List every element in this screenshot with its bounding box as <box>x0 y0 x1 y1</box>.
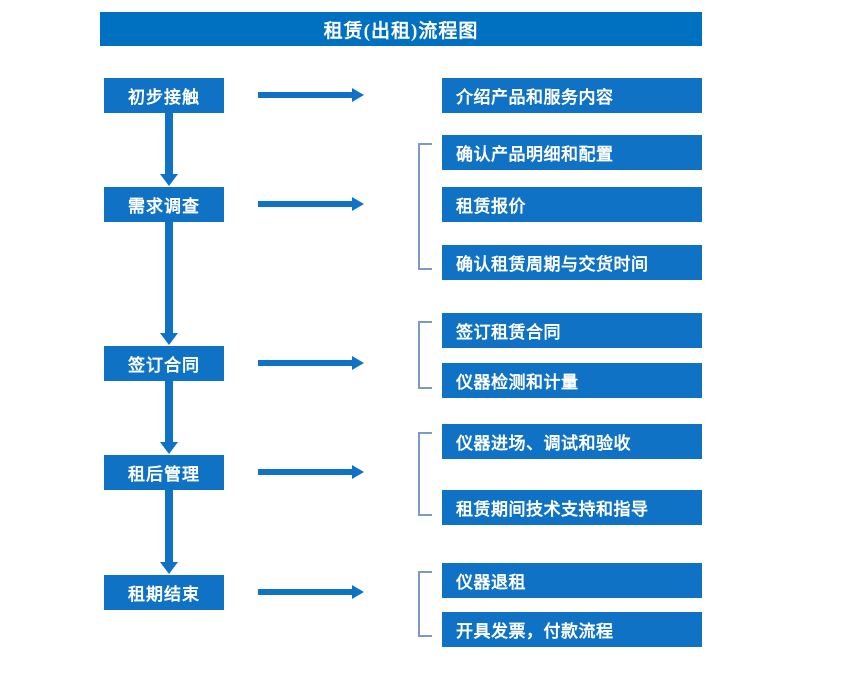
detail-box-detail-2-1[interactable]: 确认产品明细和配置 <box>442 135 702 170</box>
arrow-down-icon-1 <box>158 113 180 186</box>
arrow-down-icon-2 <box>158 222 180 345</box>
arrow-right-icon-2 <box>258 195 364 213</box>
page-title: 租赁(出租)流程图 <box>100 12 702 46</box>
detail-box-detail-3-1[interactable]: 签订租赁合同 <box>442 313 702 348</box>
stage-box-5[interactable]: 租期结束 <box>104 575 224 610</box>
detail-box-detail-5-2[interactable]: 开具发票，付款流程 <box>442 612 702 647</box>
group-bracket-1 <box>418 143 432 270</box>
detail-box-detail-1-1[interactable]: 介绍产品和服务内容 <box>442 78 702 113</box>
arrow-right-icon-5 <box>258 583 364 601</box>
arrow-right-icon-3 <box>258 354 364 372</box>
detail-box-detail-2-2[interactable]: 租赁报价 <box>442 187 702 222</box>
group-bracket-2 <box>418 321 432 389</box>
group-bracket-3 <box>418 432 432 516</box>
arrow-right-icon-4 <box>258 463 364 481</box>
detail-box-detail-4-2[interactable]: 租赁期间技术支持和指导 <box>442 490 702 525</box>
stage-box-1[interactable]: 初步接触 <box>104 78 224 113</box>
stage-box-4[interactable]: 租后管理 <box>104 455 224 490</box>
group-bracket-4 <box>418 571 432 637</box>
detail-box-detail-2-3[interactable]: 确认租赁周期与交货时间 <box>442 245 702 280</box>
arrow-down-icon-3 <box>158 381 180 454</box>
stage-box-3[interactable]: 签订合同 <box>104 346 224 381</box>
arrow-right-icon-1 <box>258 86 364 104</box>
detail-box-detail-5-1[interactable]: 仪器退租 <box>442 563 702 598</box>
arrow-down-icon-4 <box>158 490 180 574</box>
detail-box-detail-4-1[interactable]: 仪器进场、调试和验收 <box>442 424 702 459</box>
detail-box-detail-3-2[interactable]: 仪器检测和计量 <box>442 363 702 398</box>
stage-box-2[interactable]: 需求调查 <box>104 187 224 222</box>
